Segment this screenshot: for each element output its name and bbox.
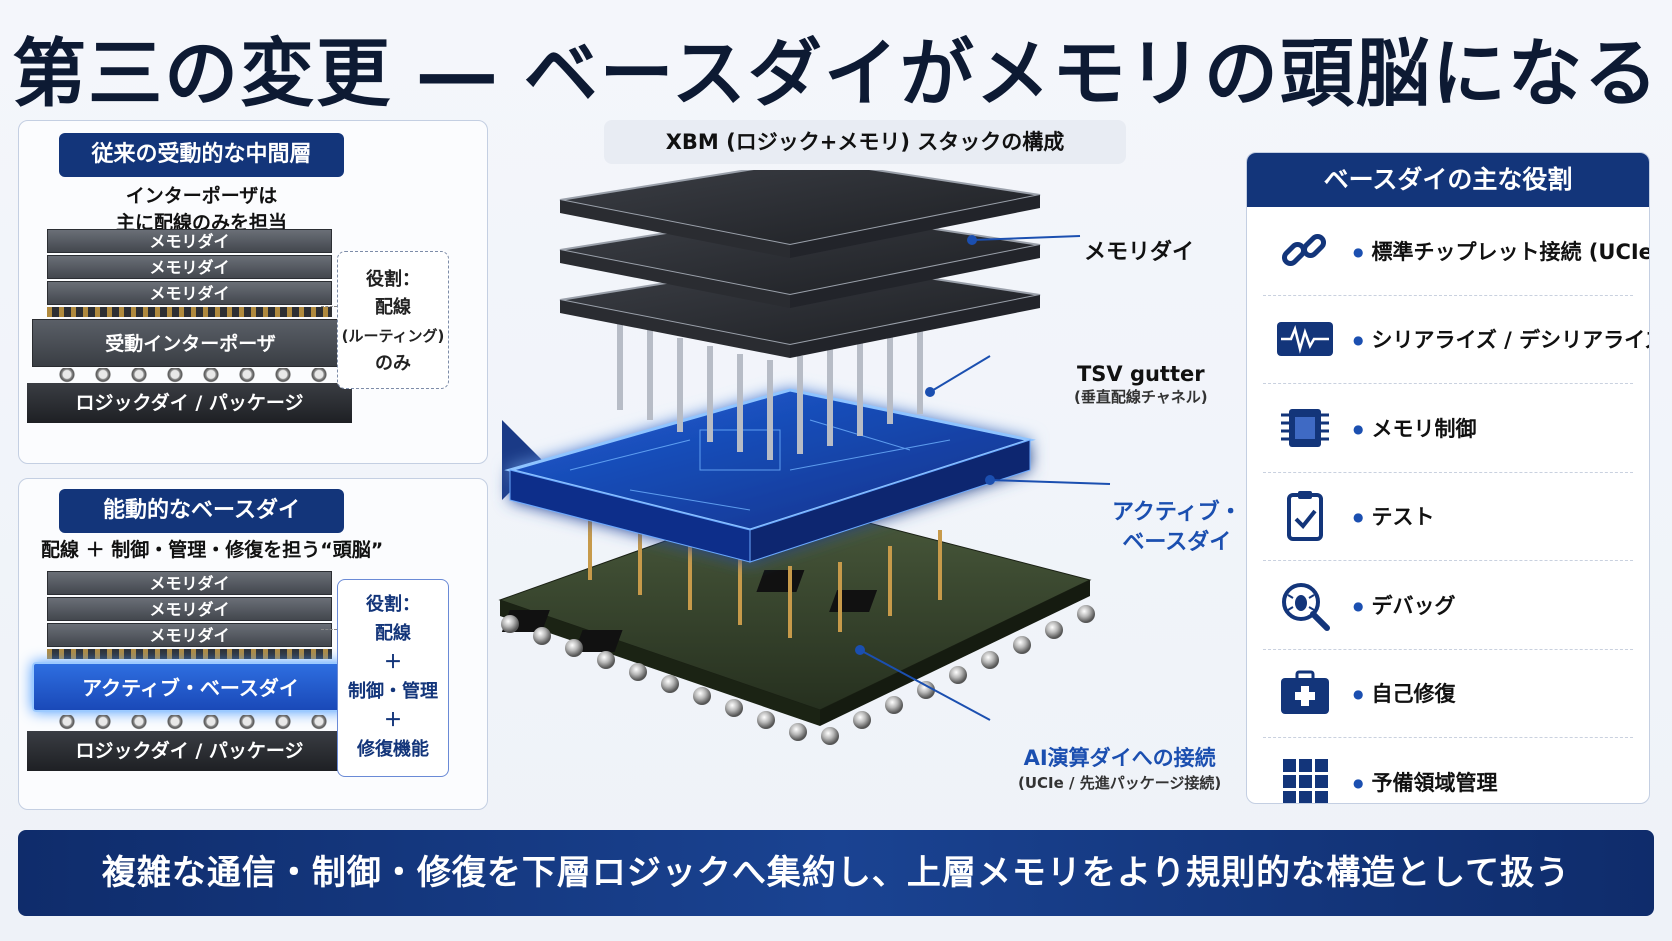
role-line: 配線 xyxy=(375,297,411,318)
role-label: 予備領域管理 xyxy=(1353,767,1497,797)
memory-die-layer: メモリダイ xyxy=(47,597,332,621)
bug-magnifier-icon xyxy=(1282,582,1330,631)
ai-connection-callout: AI演算ダイへの接続 (UCIe / 先進パッケージ接続) xyxy=(1018,742,1221,793)
active-base-die-panel: 能動的なベースダイ 配線 ＋ 制御・管理・修復を担う“頭脳” メモリダイ メモリ… xyxy=(18,478,488,810)
logic-package-layer: ロジックダイ / パッケージ xyxy=(27,383,352,423)
role-item: デバッグ xyxy=(1263,561,1633,650)
clipboard-check-icon xyxy=(1287,491,1323,542)
role-line: ＋ xyxy=(384,710,402,731)
roles-panel-heading: ベースダイの主な役割 xyxy=(1247,153,1649,207)
role-label: シリアライズ / デシリアライズ xyxy=(1353,324,1649,354)
memory-die-layer: メモリダイ xyxy=(47,281,332,305)
page-title: 第三の変更 ― ベースダイがメモリの頭脳になる xyxy=(12,31,1660,117)
active-callout-line1: アクティブ・ xyxy=(1112,500,1242,525)
role-item: 標準チップレット接続 (UCIe) xyxy=(1263,207,1649,296)
memory-die-layer: メモリダイ xyxy=(47,255,332,279)
waveform-icon xyxy=(1277,322,1333,357)
role-label: 標準チップレット接続 (UCIe) xyxy=(1353,236,1649,266)
role-connector-line xyxy=(321,306,337,307)
role-line: 修復機能 xyxy=(357,739,429,760)
role-line: のみ xyxy=(375,353,411,374)
tsv-pillars xyxy=(617,320,923,460)
tsv-callout-title: TSV gutter xyxy=(1076,362,1205,386)
active-callout-line2: ベースダイ xyxy=(1122,530,1232,555)
micro-bumps xyxy=(47,649,332,659)
first-aid-kit-icon xyxy=(1281,670,1329,715)
logic-package-substrate xyxy=(498,499,1092,726)
memory-die-layer: メモリダイ xyxy=(47,623,332,647)
micro-bumps xyxy=(47,307,332,317)
logic-package-layer: ロジックダイ / パッケージ xyxy=(27,731,352,771)
tsv-callout-sub: (垂直配線チャネル) xyxy=(1074,388,1208,406)
role-item: メモリ制御 xyxy=(1263,384,1633,473)
role-connector-line xyxy=(321,629,337,630)
solder-balls xyxy=(49,368,334,384)
footer-banner: 複雑な通信・制御・修復を下層ロジックへ集約し、上層メモリをより規則的な構造として… xyxy=(18,830,1654,916)
base-die-roles-panel: ベースダイの主な役割 標準チップレット接続 (UCIe) シリアライズ / デシ… xyxy=(1246,152,1650,804)
xbm-stack-illustration xyxy=(498,170,1111,745)
memory-die-layer: メモリダイ xyxy=(47,229,332,253)
stack-heading: XBM (ロジック+メモリ) スタックの構成 xyxy=(604,120,1126,164)
memory-die-layer: メモリダイ xyxy=(47,571,332,595)
ai-callout-sub: (UCIe / 先進パッケージ接続) xyxy=(1018,774,1222,792)
role-label: テスト xyxy=(1353,501,1434,531)
role-label: デバッグ xyxy=(1353,590,1455,620)
grid-icon xyxy=(1283,759,1328,803)
tsv-gutter-callout: TSV gutter (垂直配線チャネル) xyxy=(1074,362,1208,407)
ai-callout-title: AI演算ダイへの接続 xyxy=(1023,746,1216,770)
role-line: 制御・管理 xyxy=(348,681,438,702)
passive-role-box: 役割： 配線 (ルーティング) のみ xyxy=(337,251,449,389)
passive-interposer-layer: 受動インターポーザ xyxy=(32,319,349,367)
active-panel-desc: 配線 ＋ 制御・管理・修復を担う“頭脳” xyxy=(41,539,384,561)
chip-icon xyxy=(1281,408,1329,447)
role-item: 予備領域管理 xyxy=(1263,738,1633,803)
role-line: ＋ xyxy=(384,652,402,673)
role-line: 配線 xyxy=(375,623,411,644)
passive-desc-line2: 主に配線のみを担当 xyxy=(115,212,287,234)
passive-panel-heading: 従来の受動的な中間層 xyxy=(59,133,344,177)
passive-panel-desc: インターポーザは 主に配線のみを担当 xyxy=(59,183,344,237)
role-label: メモリ制御 xyxy=(1353,413,1476,443)
role-title: 役割： xyxy=(366,269,420,290)
role-title: 役割： xyxy=(366,594,420,615)
package-solder-balls xyxy=(501,605,1095,745)
role-label: 自己修復 xyxy=(1353,678,1455,708)
memory-die-stack xyxy=(559,170,1041,358)
link-icon xyxy=(1281,233,1327,266)
role-item: テスト xyxy=(1263,473,1633,561)
base-to-package-pillars xyxy=(588,520,942,638)
passive-interposer-panel: 従来の受動的な中間層 インターポーザは 主に配線のみを担当 メモリダイ メモリダ… xyxy=(18,120,488,464)
active-role-box: 役割： 配線 ＋ 制御・管理 ＋ 修復機能 xyxy=(337,579,449,777)
active-base-die-layer: アクティブ・ベースダイ xyxy=(32,662,349,712)
role-item: シリアライズ / デシリアライズ xyxy=(1263,296,1649,384)
memory-die-callout: メモリダイ xyxy=(1084,240,1195,265)
active-panel-heading: 能動的なベースダイ xyxy=(59,489,344,533)
passive-desc-line1: インターポーザは xyxy=(125,185,278,207)
active-base-callout: アクティブ・ ベースダイ xyxy=(1112,498,1242,558)
role-item: 自己修復 xyxy=(1263,650,1633,738)
role-line: (ルーティング) xyxy=(341,327,445,345)
solder-balls xyxy=(49,715,334,731)
callout-lines xyxy=(855,235,1111,721)
